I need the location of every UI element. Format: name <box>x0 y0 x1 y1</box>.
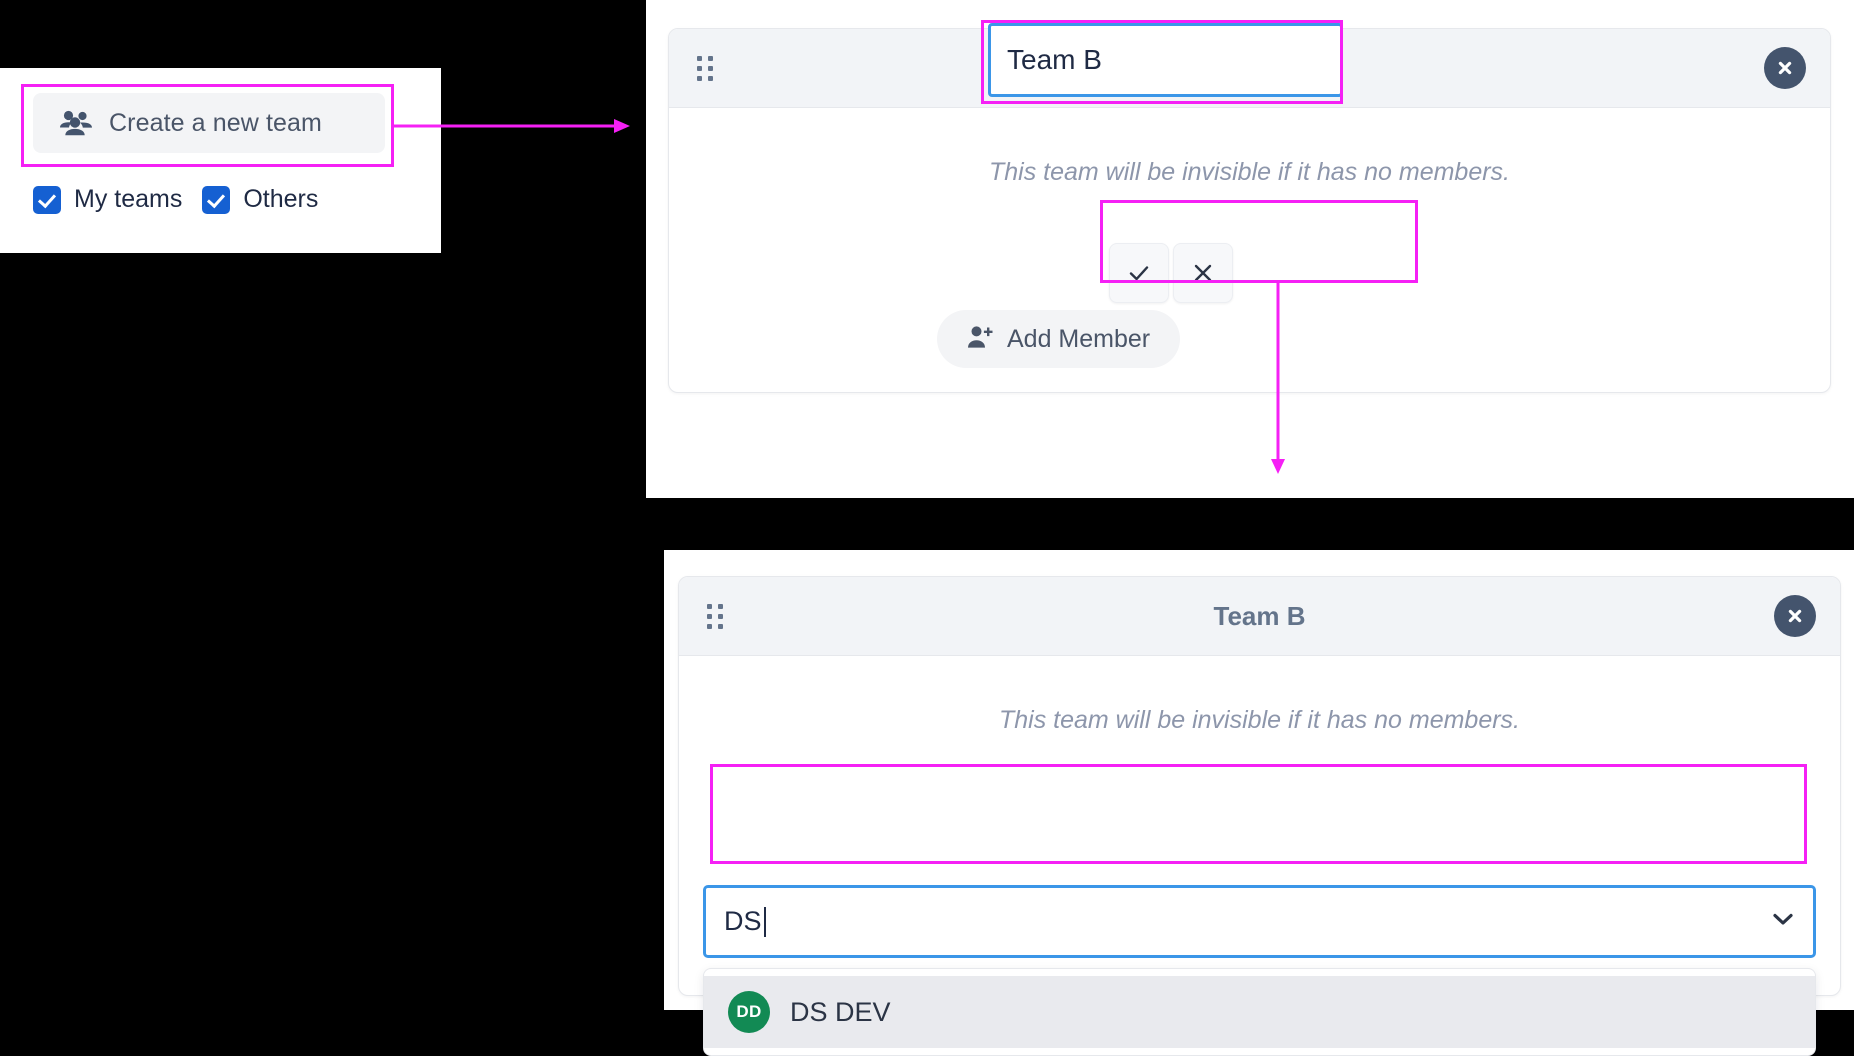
team-name-input[interactable]: Team B <box>988 23 1343 97</box>
create-new-team-button[interactable]: Create a new team <box>33 93 385 153</box>
drag-dots-icon[interactable] <box>697 56 713 81</box>
modal-body: This team will be invisible if it has no… <box>669 158 1830 368</box>
team-name-input-value: Team B <box>1007 44 1102 75</box>
member-search-input[interactable]: DS <box>703 885 1816 958</box>
chevron-down-icon[interactable] <box>1771 911 1795 932</box>
check-icon[interactable] <box>1109 243 1169 303</box>
close-icon[interactable] <box>1764 47 1806 89</box>
others-checkbox[interactable] <box>202 185 231 214</box>
page-title: Team B <box>1213 600 1306 631</box>
filter-others[interactable]: Others <box>202 185 318 214</box>
modal-header: Team B <box>669 23 1830 108</box>
drag-dots-icon[interactable] <box>707 604 723 629</box>
add-member-button[interactable]: Add Member <box>937 310 1181 368</box>
person-add-icon <box>967 325 993 354</box>
filter-my-teams[interactable]: My teams <box>33 185 182 214</box>
add-member-label: Add Member <box>1007 324 1151 353</box>
close-icon[interactable] <box>1774 595 1816 637</box>
my-teams-checkbox[interactable] <box>33 185 61 214</box>
cross-icon[interactable] <box>1173 243 1233 303</box>
create-new-team-label: Create a new team <box>109 108 322 137</box>
modal-header-bottom: Team B <box>679 577 1840 656</box>
member-dropdown: DD DS DEV <box>703 968 1816 1056</box>
left-screenshot-canvas: Create a new team My teams Others <box>0 68 441 253</box>
add-member-modal: Team B This team will be invisible if it… <box>678 576 1841 1056</box>
my-teams-label: My teams <box>74 185 183 213</box>
member-search-text: DS <box>724 906 762 936</box>
list-item[interactable]: DD DS DEV <box>704 976 1815 1048</box>
team-visibility-hint: This team will be invisible if it has no… <box>988 158 1511 186</box>
modal-body-bottom: This team will be invisible if it has no… <box>679 706 1840 1056</box>
member-search-value: DS <box>724 906 1771 937</box>
team-filter-row: My teams Others <box>33 185 318 214</box>
confirm-cancel-group <box>1109 243 1233 303</box>
people-group-icon <box>59 110 93 136</box>
team-visibility-hint: This team will be invisible if it has no… <box>998 706 1521 734</box>
others-label: Others <box>243 185 319 213</box>
text-cursor <box>763 906 766 937</box>
list-item-label: DS DEV <box>790 996 891 1027</box>
avatar: DD <box>728 991 770 1033</box>
edit-team-name-modal: Team B This team will be invisible if it… <box>668 23 1831 393</box>
